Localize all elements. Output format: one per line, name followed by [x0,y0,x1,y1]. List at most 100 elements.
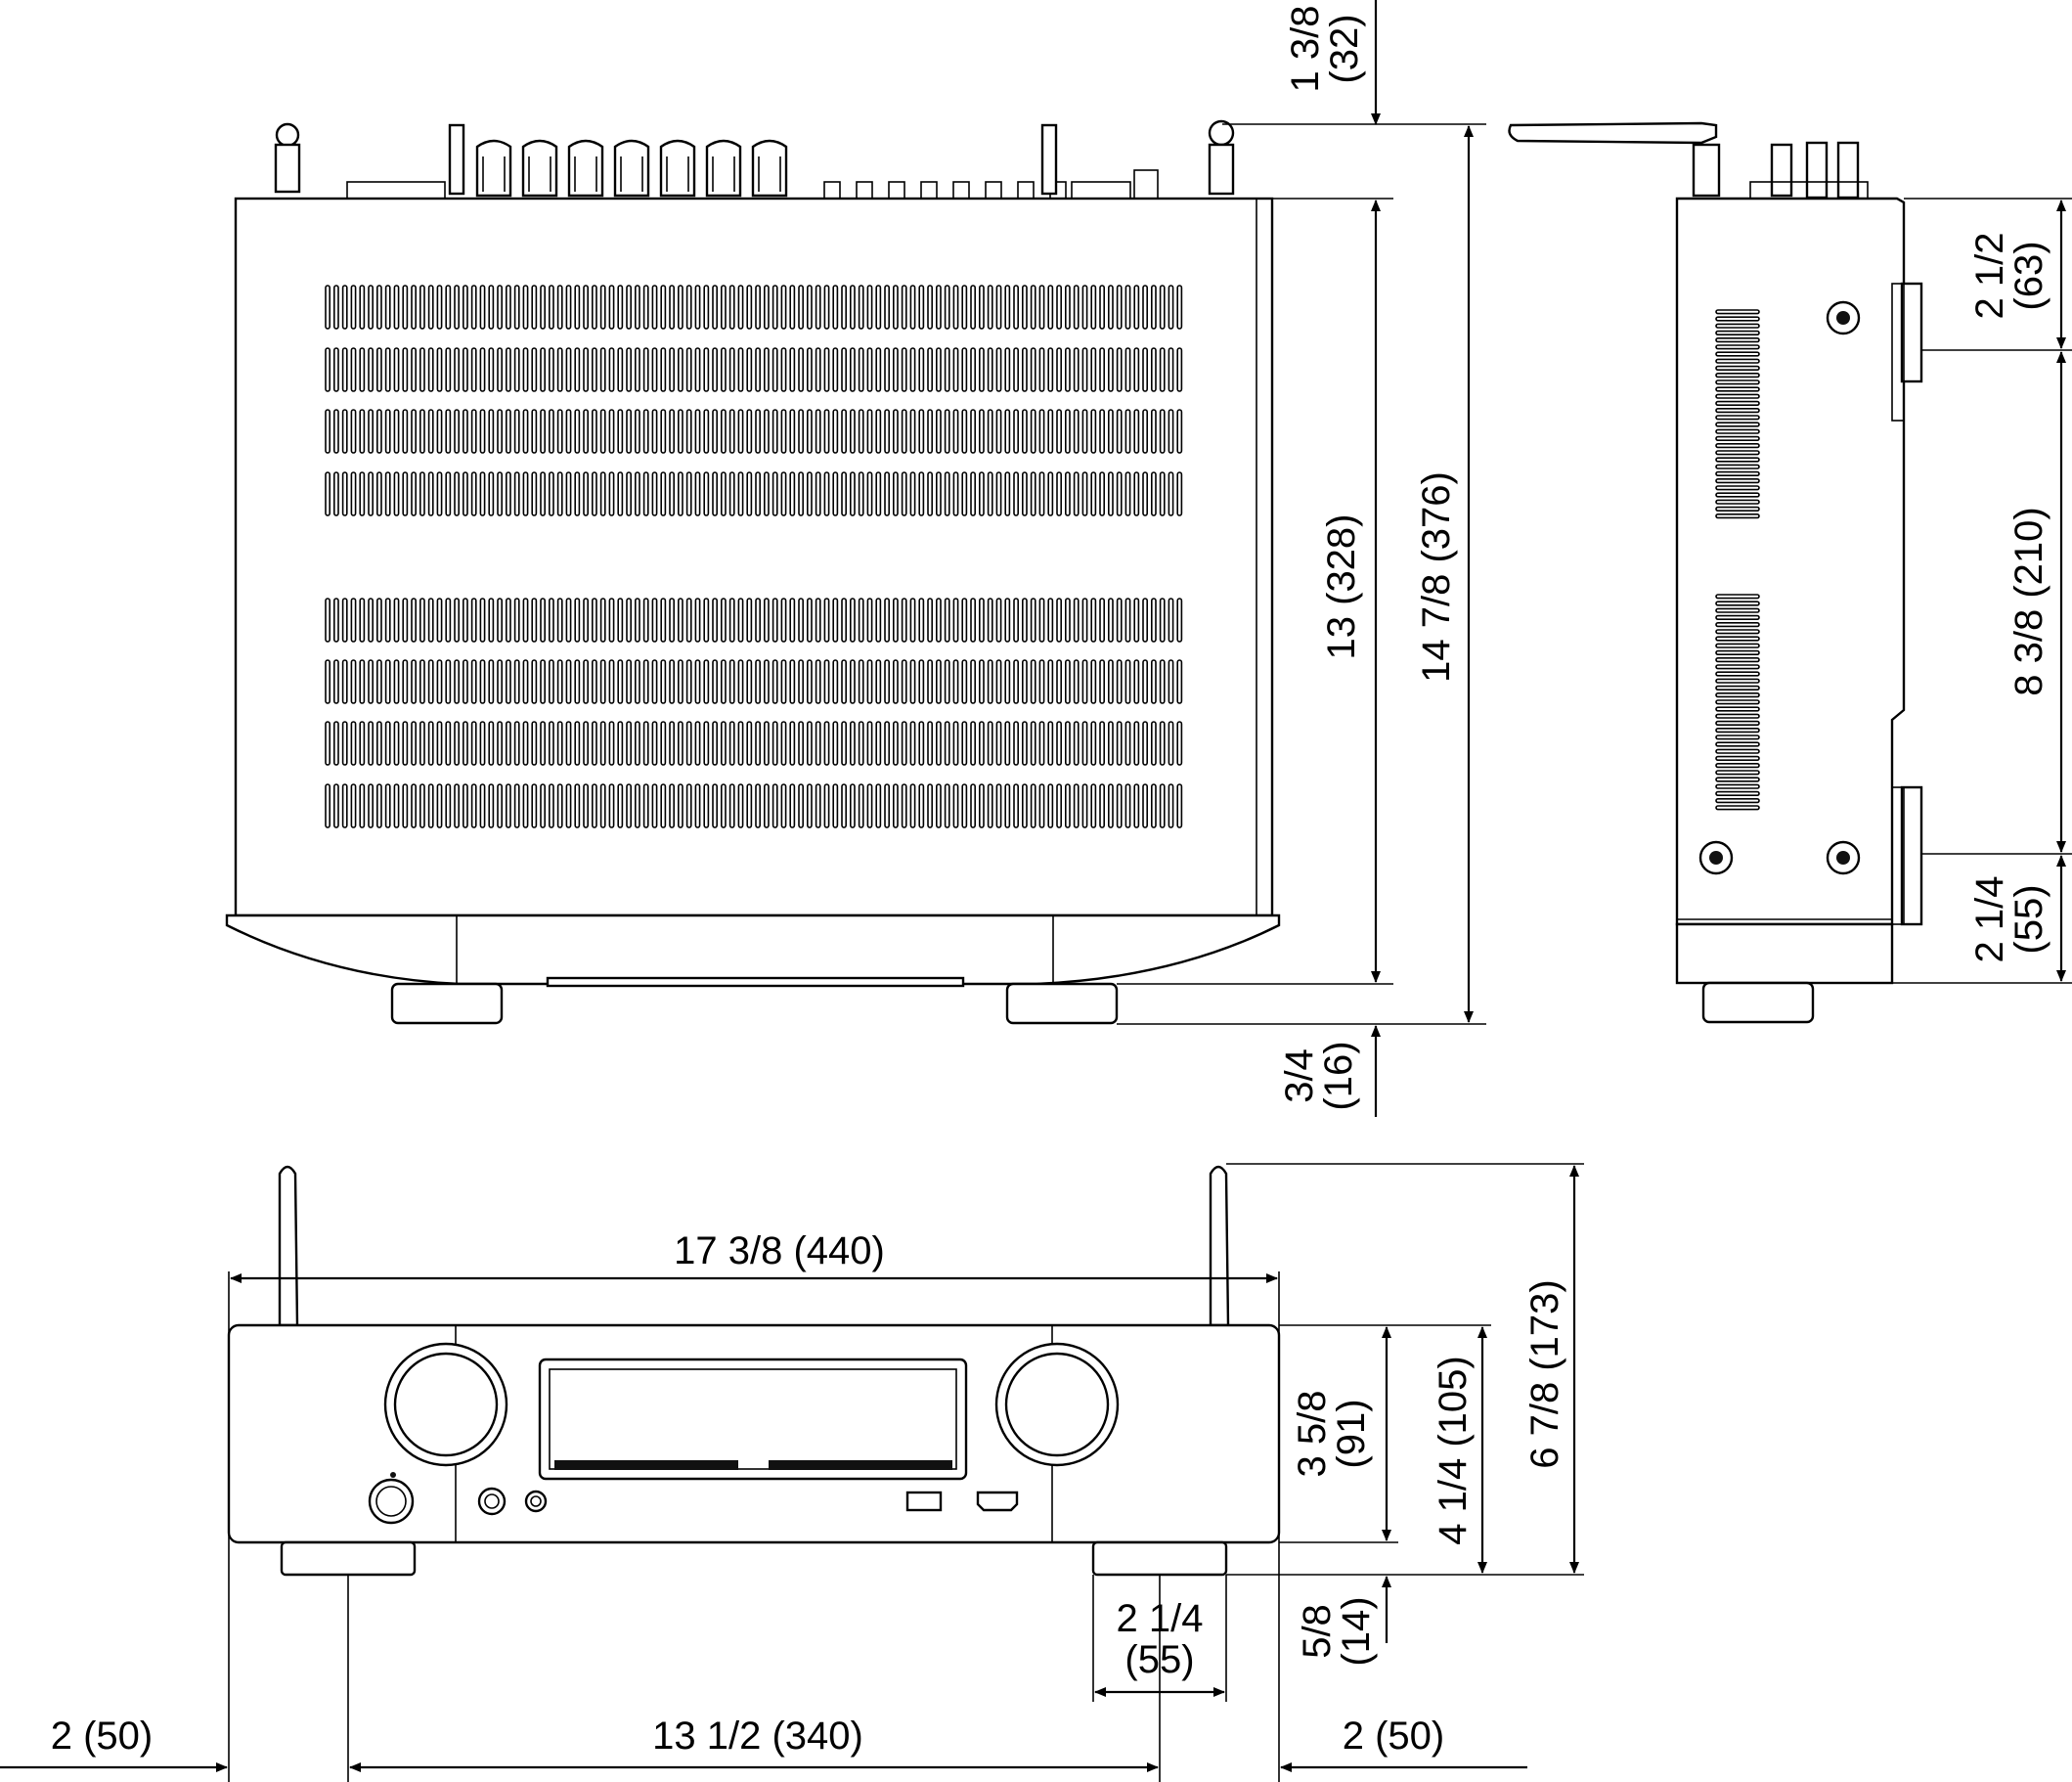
vent-slot [488,598,495,643]
rear-jack [888,181,905,200]
vent-slot [961,721,968,766]
front-height-antenna-label: 6 7/8 (173) [1523,1279,1566,1468]
vent-slot [1047,409,1054,454]
vent-slot [1030,409,1036,454]
vent-slot [1151,471,1157,516]
vent-slot [325,721,331,766]
vent-slot [1159,285,1166,330]
vent-slot [798,471,804,516]
vent-slot [634,659,640,704]
vent-slot [608,783,615,828]
vent-slot [531,409,538,454]
vent-slot [375,783,382,828]
vent-slot [660,409,667,454]
vent-slot [565,721,572,766]
side-vent-slot [1715,422,1760,427]
vent-slot [634,285,640,330]
vent-slot [892,721,899,766]
vent-slot [599,347,606,392]
vent-slot [780,598,787,643]
vent-slot [626,285,632,330]
vent-slot [1013,347,1019,392]
vent-slot [995,598,1002,643]
front-antenna-left [278,1165,299,1327]
vent-slot [918,783,925,828]
vent-slot [884,285,890,330]
vent-slot [419,721,425,766]
vent-slot [368,347,374,392]
vent-slot [470,471,477,516]
vent-slot [1176,783,1183,828]
vent-slot [763,598,770,643]
side-vent-slot [1715,805,1760,811]
vent-slot [462,347,468,392]
vent-slot [892,409,899,454]
side-vent-slot [1715,678,1760,684]
vent-slot [411,347,417,392]
vent-slot [375,659,382,704]
vent-slot [875,471,882,516]
front-knob-right [994,1342,1120,1467]
vent-slot [419,409,425,454]
vent-slot [815,659,821,704]
vent-slot [995,783,1002,828]
vent-slot [540,347,546,392]
side-vent-slot [1715,720,1760,726]
vent-slot [1004,347,1011,392]
side-vent-slot [1715,735,1760,740]
vent-slot [1159,409,1166,454]
vent-slot [540,783,546,828]
vent-slot [384,598,391,643]
vent-slot [634,721,640,766]
vent-slot [935,783,942,828]
vent-slot [591,471,597,516]
vent-slot [626,783,632,828]
vent-slot [427,659,434,704]
vent-slot [591,783,597,828]
vent-slot [815,721,821,766]
vent-slot [591,285,597,330]
side-vent-slot [1715,428,1760,434]
top-feet-label-line2: (16) [1317,1041,1360,1110]
vent-slot [359,471,366,516]
vent-slot [454,598,460,643]
vent-slot [660,285,667,330]
vent-slot [858,347,864,392]
vent-slot [634,783,640,828]
vent-slot [1159,721,1166,766]
vent-slot [660,721,667,766]
vent-slot [1176,598,1183,643]
vent-slot [728,347,735,392]
front-left-margin-label: 2 (50) [51,1715,154,1758]
vent-slot [875,721,882,766]
vent-slot [1073,783,1080,828]
vent-slot [642,721,649,766]
vent-slot [436,721,443,766]
side-vent-slot [1715,656,1760,663]
vent-slot [685,659,692,704]
vent-slot [574,285,581,330]
vent-slot [419,471,425,516]
vent-slot [669,783,675,828]
vent-slot [1022,471,1028,516]
vent-slot [1168,721,1174,766]
vent-slot [350,783,357,828]
vent-slot [384,471,391,516]
vent-slot [1176,659,1183,704]
vent-slot [694,285,701,330]
vent-slot [746,285,753,330]
vent-slot [1081,409,1088,454]
vent-slot [1108,598,1114,643]
vent-slot [393,783,400,828]
vent-slot [884,347,890,392]
vent-slot [454,721,460,766]
vent-slot [737,659,744,704]
side-top-label-line2: (63) [2007,241,2050,310]
vent-slot [712,598,718,643]
vent-slot [591,598,597,643]
vent-slot [393,409,400,454]
vent-slot [1142,347,1148,392]
vent-slot [927,347,933,392]
vent-slot [617,347,624,392]
vent-slot [841,347,847,392]
